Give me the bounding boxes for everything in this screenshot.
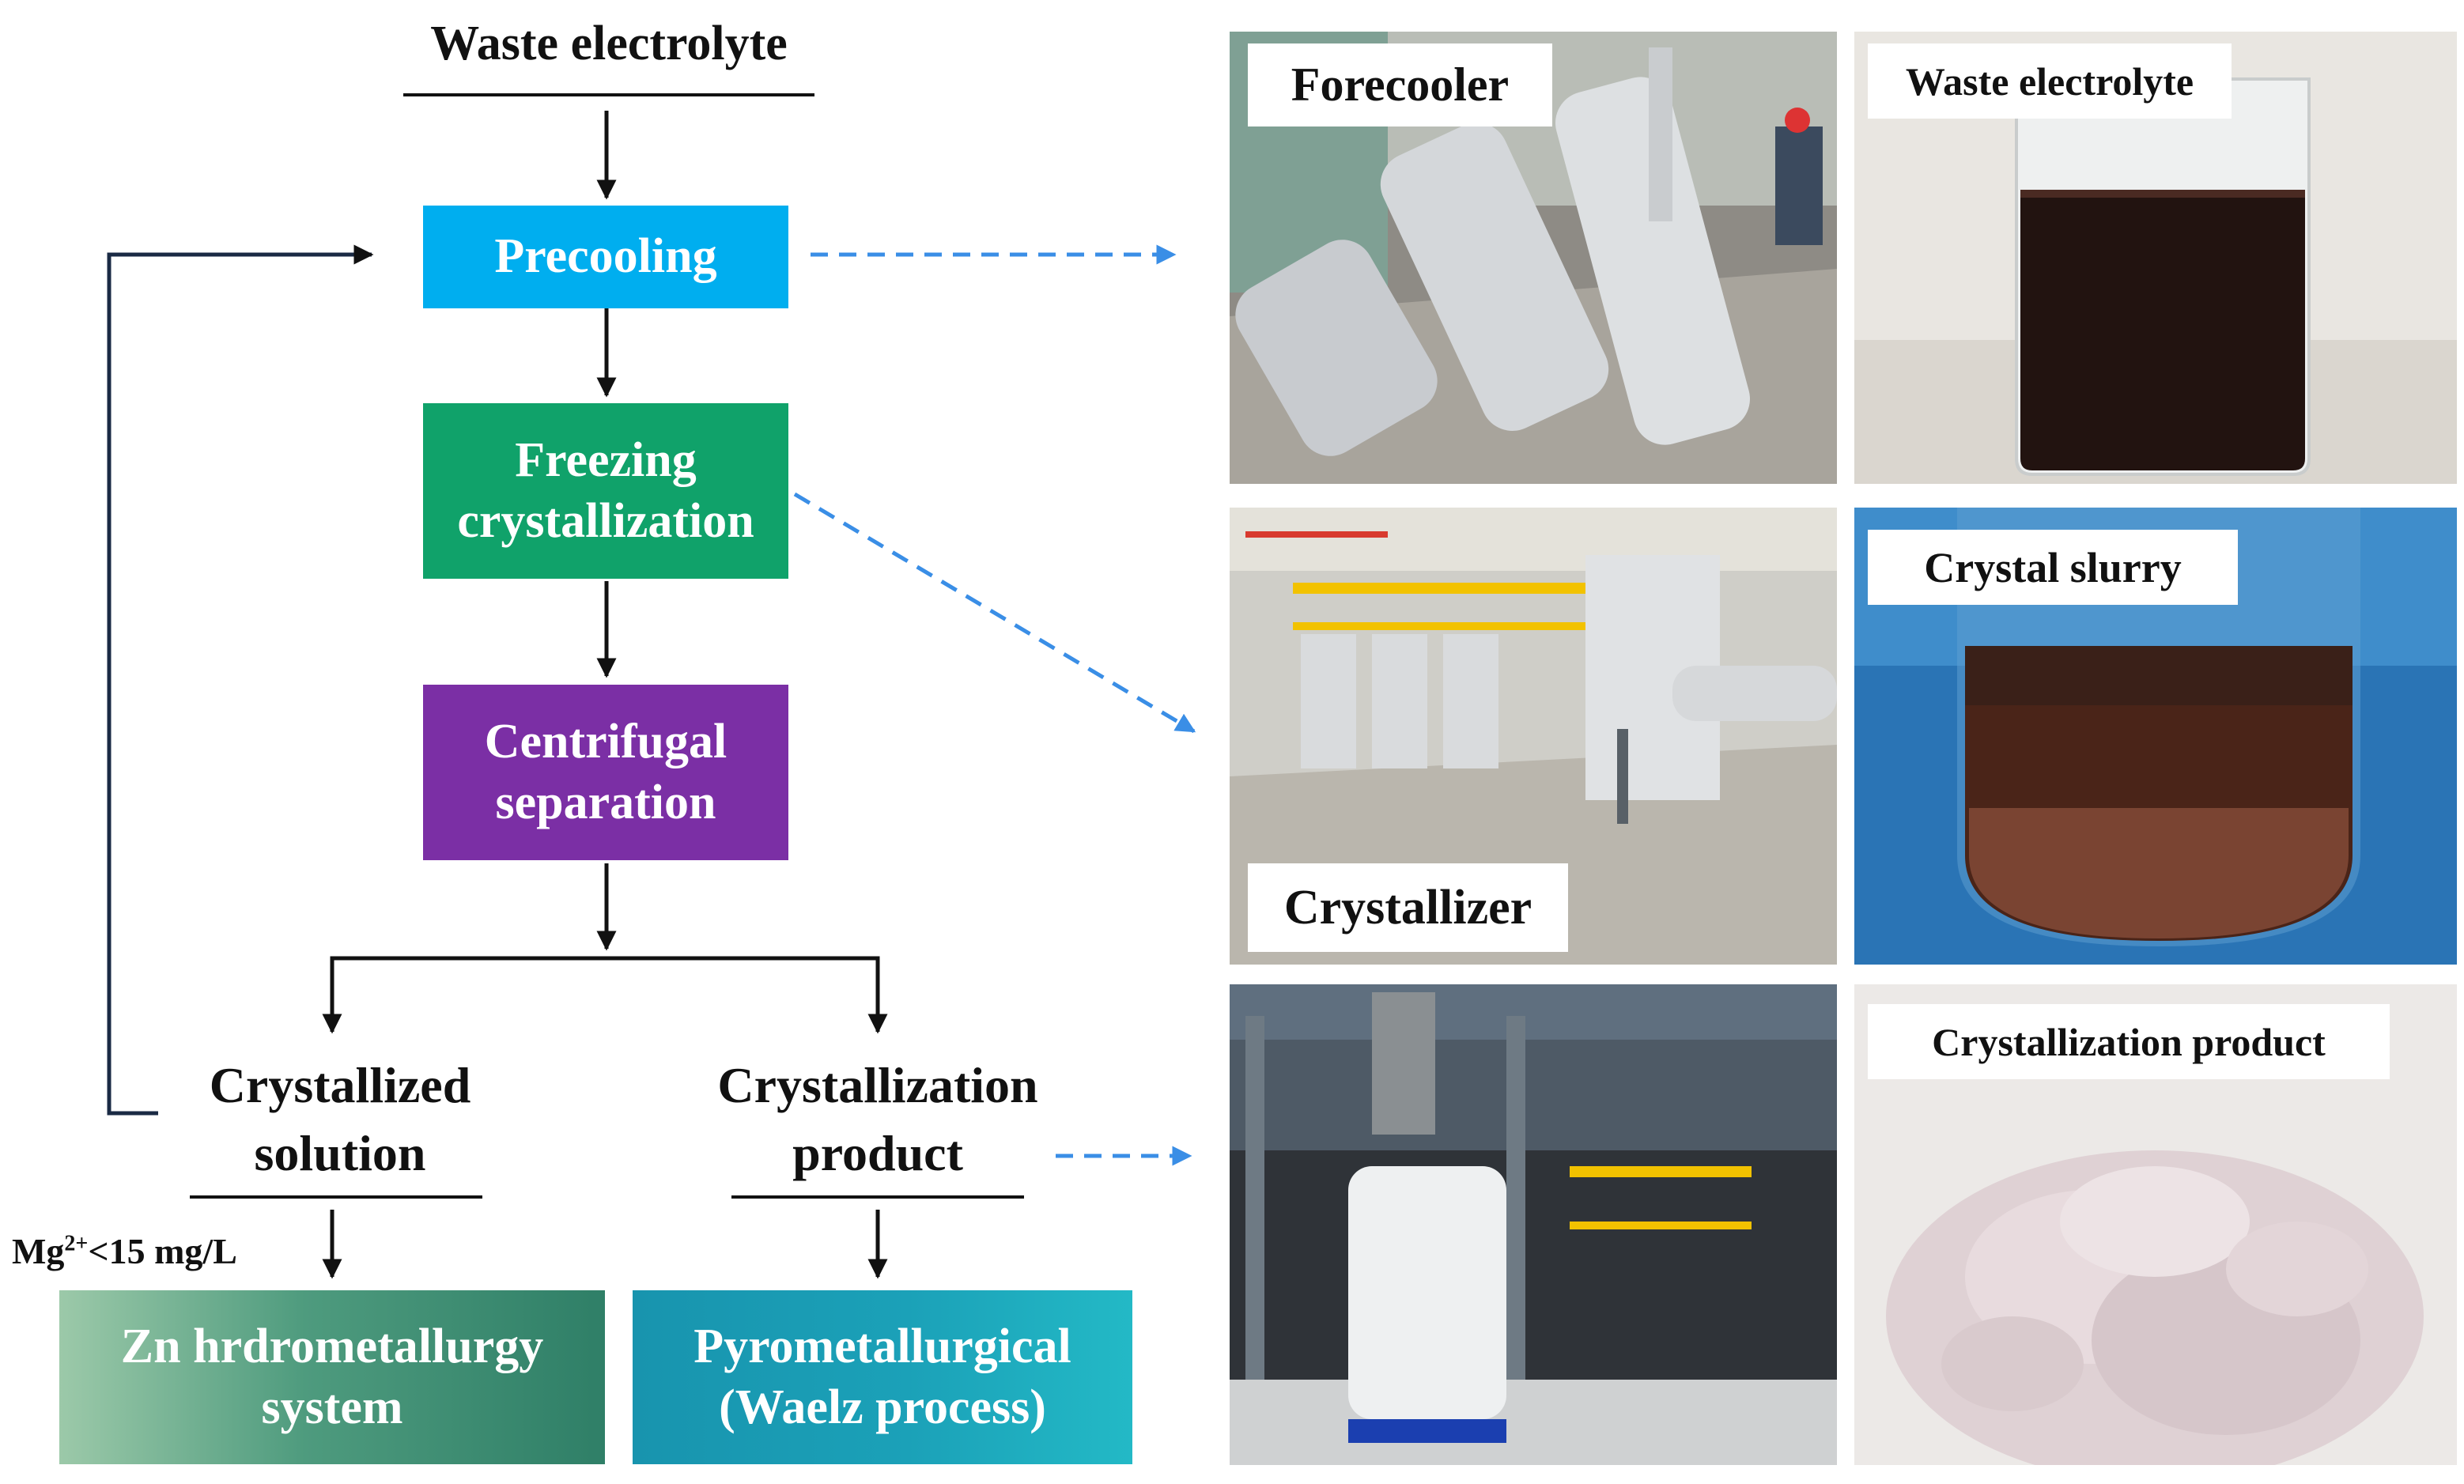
input-label: Waste electrolyte [430, 17, 788, 70]
mg-condition: Mg2+<15 mg/L [12, 1229, 328, 1273]
pyrometallurgical-box: Pyrometallurgical (Waelz process) [633, 1290, 1132, 1464]
centrifugal-separation-box: Centrifugal separation [423, 685, 788, 860]
freezing-label-line2: crystallization [457, 494, 754, 548]
solution-underline [190, 1195, 482, 1199]
feedback-loop-line [107, 244, 374, 1116]
solution-line2: solution [254, 1125, 426, 1181]
pyro-label-line2: (Waelz process) [719, 1380, 1046, 1434]
crystallization-product-photo-label: Crystallization product [1868, 1004, 2390, 1079]
crystal-slurry-label: Crystal slurry [1868, 530, 2238, 605]
zn-label-line2: system [261, 1380, 403, 1434]
bagging-photo [1230, 984, 1837, 1465]
crystallized-solution-label: Crystallized solution [158, 1052, 522, 1188]
bagging-illustration [1230, 984, 1837, 1465]
crystallization-product-label: Crystallization product [672, 1052, 1083, 1188]
product-line2: product [792, 1125, 963, 1181]
centrifugal-label-line1: Centrifugal [484, 714, 727, 768]
zn-hydrometallurgy-box: Zn hrdrometallurgy system [59, 1290, 605, 1464]
waste-electrolyte-photo-label: Waste electrolyte [1868, 43, 2232, 119]
input-underline [403, 93, 814, 96]
centrifugal-label-line2: separation [495, 776, 716, 829]
pyro-label-line1: Pyrometallurgical [693, 1319, 1071, 1373]
forecooler-label: Forecooler [1248, 43, 1552, 126]
mg-ion: Mg [12, 1231, 65, 1271]
mg-limit: <15 mg/L [88, 1231, 237, 1271]
precooling-box: Precooling [423, 206, 788, 308]
zn-label-line1: Zn hrdrometallurgy [120, 1319, 544, 1373]
freezing-label-line1: Freezing [515, 432, 697, 487]
split-line [330, 956, 880, 998]
product-underline [731, 1195, 1024, 1199]
solution-line1: Crystallized [209, 1057, 471, 1113]
freezing-crystallization-box: Freezing crystallization [423, 403, 788, 579]
crystallizer-label: Crystallizer [1248, 863, 1568, 952]
dashed-arrow-freezing-to-crystallizer [793, 492, 1196, 734]
product-line1: Crystallization [717, 1057, 1038, 1113]
precooling-label: Precooling [494, 229, 717, 284]
mg-charge: 2+ [64, 1231, 89, 1256]
